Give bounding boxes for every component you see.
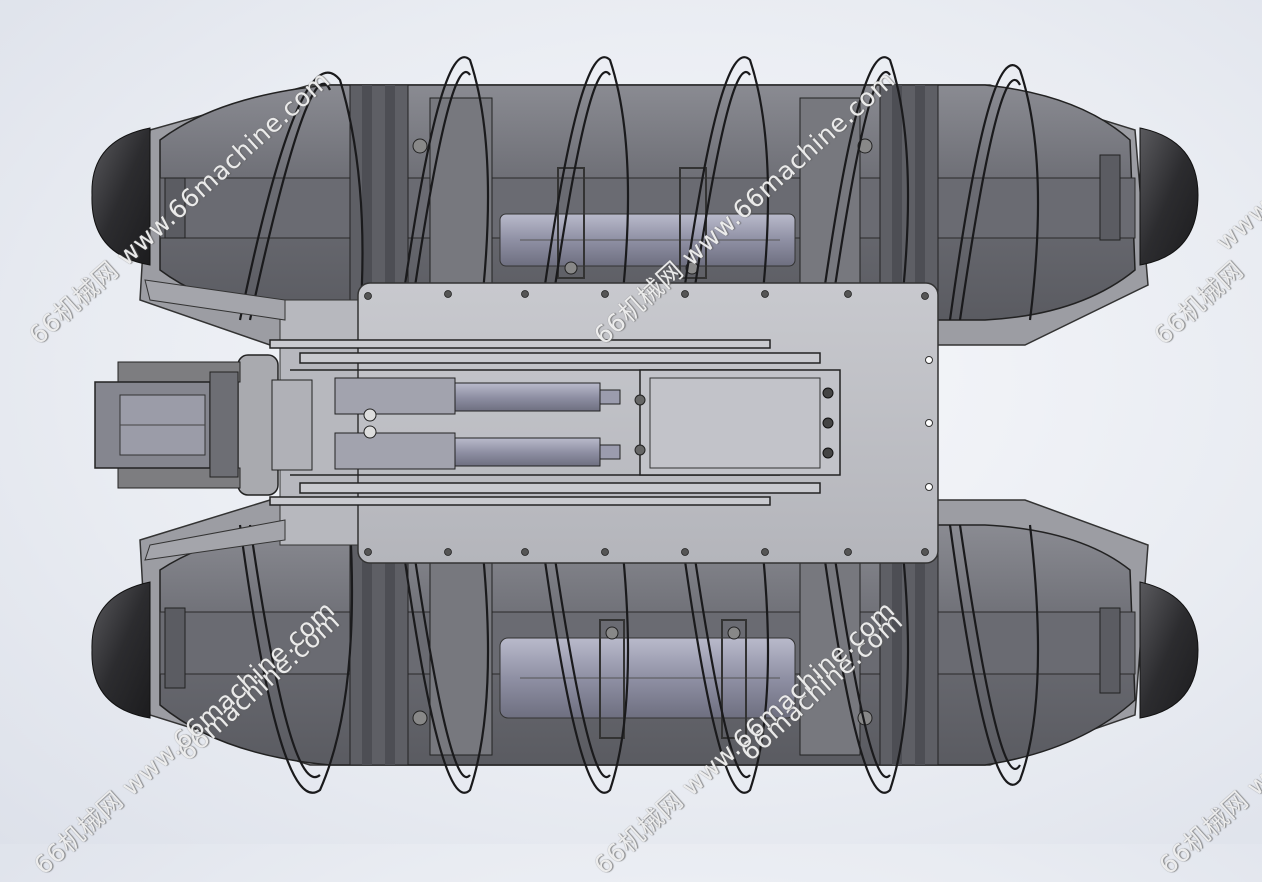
carriage — [639, 369, 841, 476]
upper-helix — [238, 56, 1040, 321]
lower-disc-mid — [429, 529, 493, 756]
drive-motor — [94, 361, 241, 489]
lower-end-cap-left — [91, 581, 151, 719]
guide-rails — [269, 339, 821, 506]
linear-actuator-bottom — [334, 425, 621, 470]
lower-disc-left — [349, 524, 409, 766]
machine-drawing — [91, 56, 1199, 794]
upper-end-cap-right — [1139, 127, 1199, 266]
lower-pontoon — [91, 499, 1199, 794]
upper-disc-mid — [429, 97, 493, 319]
upper-end-cap-left — [91, 127, 151, 266]
lower-helix — [238, 524, 1040, 794]
linear-actuator-top — [334, 377, 621, 422]
lower-disc-right — [799, 529, 861, 756]
upper-pontoon — [91, 56, 1199, 346]
upper-disc-right — [799, 97, 861, 319]
central-frame — [94, 279, 939, 564]
lower-end-cap-right — [1139, 581, 1199, 719]
